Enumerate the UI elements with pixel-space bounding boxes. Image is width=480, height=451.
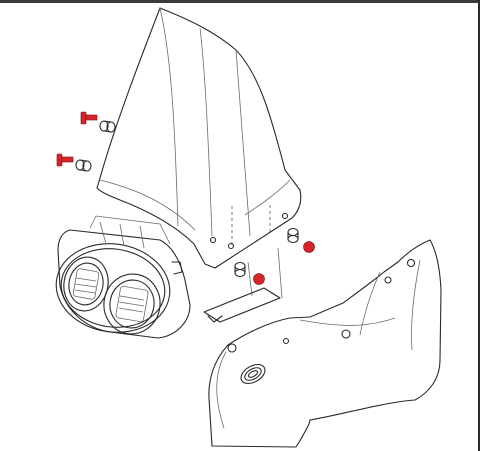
- spacer: [234, 261, 246, 278]
- red-nut: [303, 241, 315, 253]
- spacer: [75, 159, 92, 172]
- spacer: [287, 227, 299, 244]
- red-screw: [80, 111, 98, 125]
- top-border: [0, 0, 480, 3]
- red-nut: [253, 273, 265, 285]
- mounting-bracket: [203, 247, 283, 323]
- right-lamp: [103, 273, 161, 335]
- fairing: [208, 239, 442, 448]
- fairing-grommet: [240, 363, 266, 385]
- highlighted-fasteners: [56, 111, 315, 285]
- spacer: [99, 120, 116, 133]
- headlight: [55, 215, 191, 339]
- red-screw: [56, 153, 74, 167]
- spacers: [75, 120, 299, 278]
- left-lamp: [63, 256, 109, 312]
- right-border: [478, 0, 480, 451]
- windscreen: [96, 7, 302, 269]
